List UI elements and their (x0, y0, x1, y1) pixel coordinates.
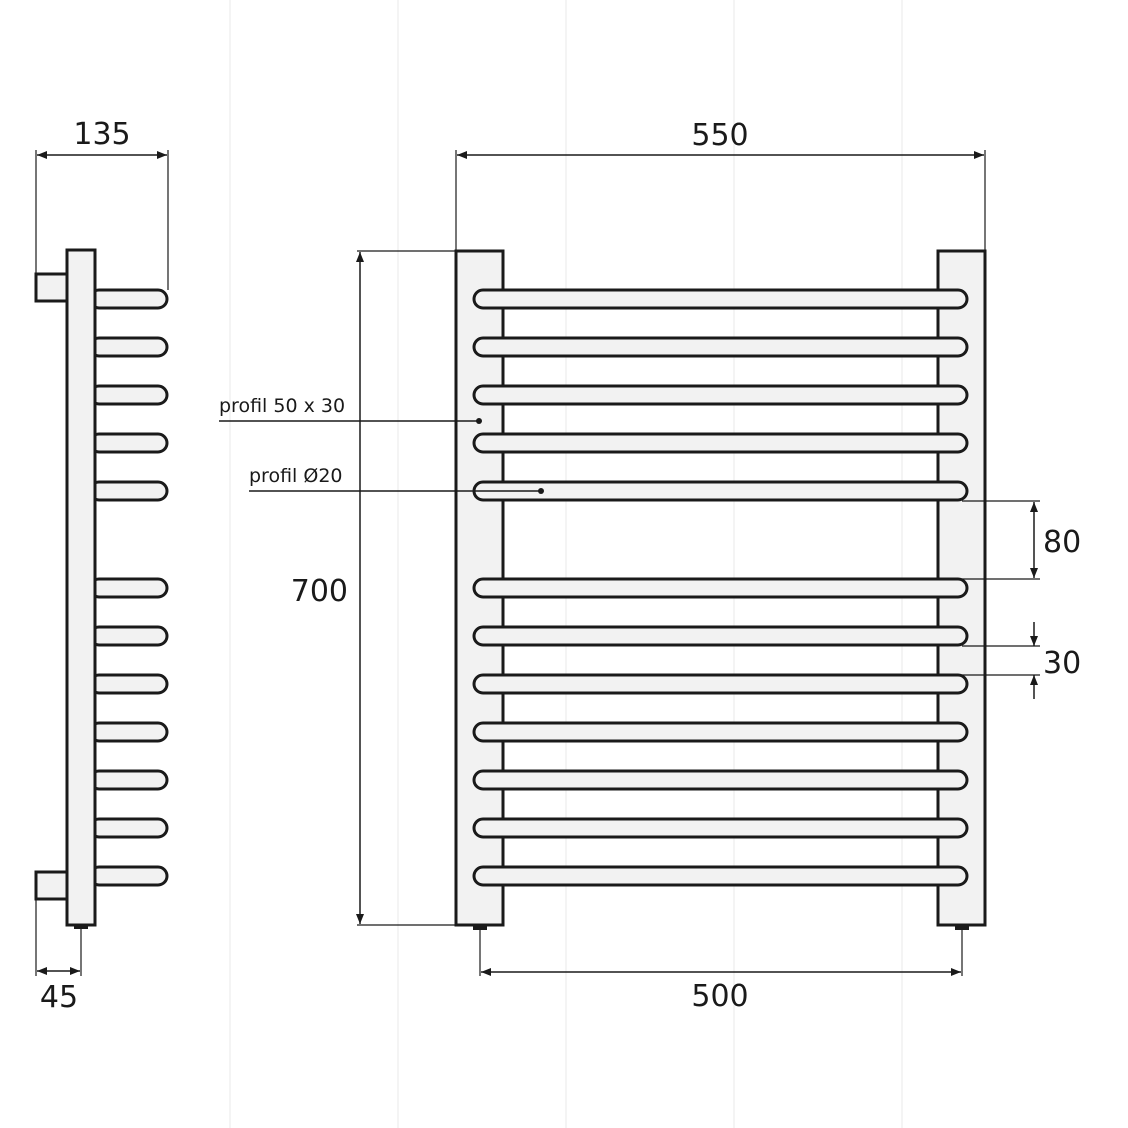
side-bar (88, 480, 169, 502)
side-bar (88, 817, 169, 839)
front-bar (472, 288, 969, 310)
side-frame-profile (65, 248, 97, 927)
front-bar (472, 769, 969, 791)
side-bar (88, 288, 169, 310)
dim-gap: 80 (1043, 525, 1081, 560)
front-bar (472, 625, 969, 647)
side-view: 135 45 (34, 117, 169, 1015)
side-bar (88, 577, 169, 599)
side-bars (88, 288, 169, 887)
front-bar (472, 865, 969, 887)
side-bar (88, 432, 169, 454)
side-bar (88, 625, 169, 647)
front-right-foot (955, 924, 969, 930)
side-wall-bracket-top (34, 272, 69, 303)
dim-side-width: 135 (73, 117, 130, 152)
front-view: 550 700 500 80 30 profil 50 x 30 profil … (219, 118, 1081, 1014)
front-bar (472, 673, 969, 695)
background-guides (229, 0, 903, 1128)
dim-pitch: 30 (1043, 646, 1081, 681)
front-left-foot (473, 924, 487, 930)
label-frame-profile: profil 50 x 30 (219, 395, 345, 417)
side-bar (88, 336, 169, 358)
dim-front-width: 550 (691, 118, 748, 153)
side-bar (88, 721, 169, 743)
front-bar (472, 480, 969, 502)
side-bar (88, 865, 169, 887)
side-bar (88, 384, 169, 406)
dim-axis-spacing: 500 (691, 979, 748, 1014)
label-bar-profile: profil Ø20 (249, 465, 343, 487)
dim-height: 700 (291, 574, 348, 609)
front-bar (472, 384, 969, 406)
front-bar (472, 577, 969, 599)
side-bar (88, 673, 169, 695)
front-bar (472, 817, 969, 839)
side-foot-stub (74, 924, 88, 929)
front-bar (472, 721, 969, 743)
front-bar (472, 336, 969, 358)
side-wall-bracket-bottom (34, 870, 69, 901)
dim-side-offset: 45 (40, 980, 78, 1015)
front-bar (472, 432, 969, 454)
front-bars (472, 288, 969, 887)
side-bar (88, 769, 169, 791)
